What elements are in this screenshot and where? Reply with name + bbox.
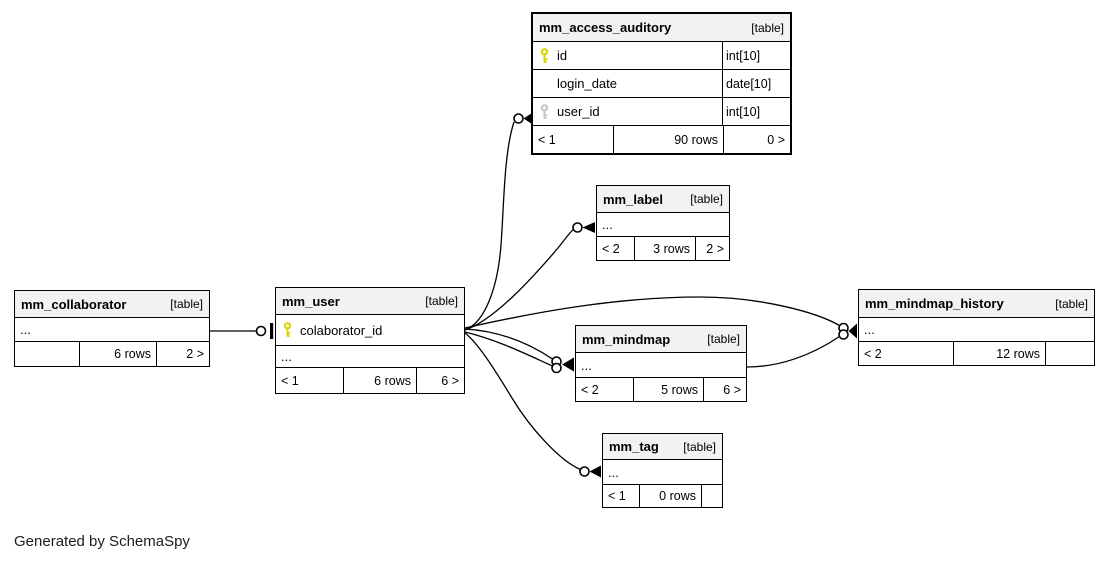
table-tag: [table] xyxy=(170,297,203,311)
footer-next xyxy=(701,485,722,507)
footer-rows: 12 rows xyxy=(953,342,1045,365)
cardinality-circle xyxy=(572,222,583,233)
table-header: mm_tag [table] xyxy=(603,434,722,460)
table-mm_label[interactable]: mm_label [table] ... < 2 3 rows 2 > xyxy=(596,185,730,261)
footer-next: 2 > xyxy=(695,237,729,260)
table-name[interactable]: mm_label xyxy=(603,191,663,207)
table-footer: < 2 12 rows xyxy=(859,342,1094,365)
table-tag: [table] xyxy=(707,332,740,346)
table-footer: < 2 5 rows 6 > xyxy=(576,378,746,401)
secondary-key-icon xyxy=(540,103,549,119)
arrowhead xyxy=(582,222,595,233)
ellipsis-row: ... xyxy=(576,353,746,378)
generator-note: Generated by SchemaSpy xyxy=(14,533,190,550)
table-footer: < 1 0 rows xyxy=(603,485,722,507)
relationship-mm_mindmap-mm_mindmap_history xyxy=(746,335,840,368)
arrowhead xyxy=(589,465,601,478)
ellipsis-row: ... xyxy=(15,318,209,342)
cardinality-circle xyxy=(579,466,590,477)
column-type: int[10] xyxy=(722,42,790,69)
table-name[interactable]: mm_mindmap xyxy=(582,331,671,347)
table-mm_mindmap_history[interactable]: mm_mindmap_history [table] ... < 2 12 ro… xyxy=(858,289,1095,366)
table-name[interactable]: mm_mindmap_history xyxy=(865,296,1004,311)
column-name: colaborator_id xyxy=(300,322,383,338)
table-tag: [table] xyxy=(690,192,723,206)
table-header: mm_user [table] xyxy=(276,288,464,315)
ellipsis-row: ... xyxy=(859,318,1094,342)
ellipsis-row: ... xyxy=(276,346,464,368)
table-tag: [table] xyxy=(1055,296,1088,311)
table-tag: [table] xyxy=(683,439,716,454)
table-mm_access_auditory[interactable]: mm_access_auditory [table] id int[10] lo… xyxy=(531,12,792,155)
table-name[interactable]: mm_tag xyxy=(609,439,659,454)
footer-prev: < 1 xyxy=(281,373,299,388)
footer-rows: 3 rows xyxy=(634,237,695,260)
table-mm_tag[interactable]: mm_tag [table] ... < 1 0 rows xyxy=(602,433,723,508)
primary-key-icon xyxy=(540,47,549,63)
table-name[interactable]: mm_user xyxy=(282,293,340,309)
footer-rows: 5 rows xyxy=(633,378,703,401)
table-name[interactable]: mm_collaborator xyxy=(21,296,127,312)
cardinality-circle xyxy=(551,362,562,374)
footer-rows: 6 rows xyxy=(79,342,156,366)
footer-prev xyxy=(15,342,79,366)
column-name: id xyxy=(557,48,568,63)
ellipsis-row: ... xyxy=(597,213,729,237)
footer-rows: 6 rows xyxy=(343,368,416,393)
table-header: mm_mindmap [table] xyxy=(576,326,746,353)
column-name: login_date xyxy=(557,76,617,91)
footer-rows: 90 rows xyxy=(613,126,723,153)
column-type: date[10] xyxy=(722,70,790,97)
tee-bar xyxy=(270,323,274,339)
footer-prev: < 1 xyxy=(538,132,556,147)
relationship-mm_user-mm_label xyxy=(464,228,574,331)
table-footer: < 2 3 rows 2 > xyxy=(597,237,729,260)
relationship-mm_user-mm_mindmap_history xyxy=(464,296,840,329)
column-type: int[10] xyxy=(722,98,790,125)
column-row: login_date date[10] xyxy=(533,70,790,98)
arrowhead xyxy=(562,357,574,372)
table-header: mm_access_auditory [table] xyxy=(533,14,790,42)
arrowhead xyxy=(848,323,857,339)
cardinality-circle xyxy=(838,329,849,340)
footer-next: 6 > xyxy=(416,368,464,393)
table-footer: < 1 6 rows 6 > xyxy=(276,368,464,393)
table-tag: [table] xyxy=(751,20,784,35)
column-row: user_id int[10] xyxy=(533,98,790,126)
table-name[interactable]: mm_access_auditory xyxy=(539,20,672,35)
table-footer: 6 rows 2 > xyxy=(15,342,209,366)
cardinality-circle xyxy=(513,113,524,124)
primary-key-icon xyxy=(283,322,292,337)
footer-prev: < 2 xyxy=(864,346,882,361)
footer-prev: < 2 xyxy=(602,241,620,256)
relationship-mm_user-mm_mindmap-2 xyxy=(464,331,553,367)
footer-rows: 0 rows xyxy=(639,485,701,507)
column-name: user_id xyxy=(557,104,600,119)
arrowhead xyxy=(523,113,532,124)
footer-next: 0 > xyxy=(723,126,790,153)
footer-prev: < 1 xyxy=(608,489,626,503)
relationship-mm_user-mm_tag xyxy=(464,332,581,471)
ellipsis-row: ... xyxy=(603,460,722,485)
footer-prev: < 2 xyxy=(581,382,599,397)
table-footer: < 1 90 rows 0 > xyxy=(533,126,790,153)
table-mm_mindmap[interactable]: mm_mindmap [table] ... < 2 5 rows 6 > xyxy=(575,325,747,402)
relationship-mm_user-mm_mindmap-1 xyxy=(464,328,553,360)
table-header: mm_label [table] xyxy=(597,186,729,213)
footer-next: 6 > xyxy=(703,378,746,401)
column-row: colaborator_id xyxy=(276,315,464,346)
relationship-mm_user-mm_access_auditory xyxy=(464,121,515,331)
table-mm_collaborator[interactable]: mm_collaborator [table] ... 6 rows 2 > xyxy=(14,290,210,367)
table-header: mm_mindmap_history [table] xyxy=(859,290,1094,318)
cardinality-circle xyxy=(255,325,267,337)
footer-next xyxy=(1045,342,1094,365)
table-header: mm_collaborator [table] xyxy=(15,291,209,318)
table-tag: [table] xyxy=(425,294,458,308)
footer-next: 2 > xyxy=(156,342,209,366)
column-row: id int[10] xyxy=(533,42,790,70)
table-mm_user[interactable]: mm_user [table] colaborator_id ... < 1 6… xyxy=(275,287,465,394)
